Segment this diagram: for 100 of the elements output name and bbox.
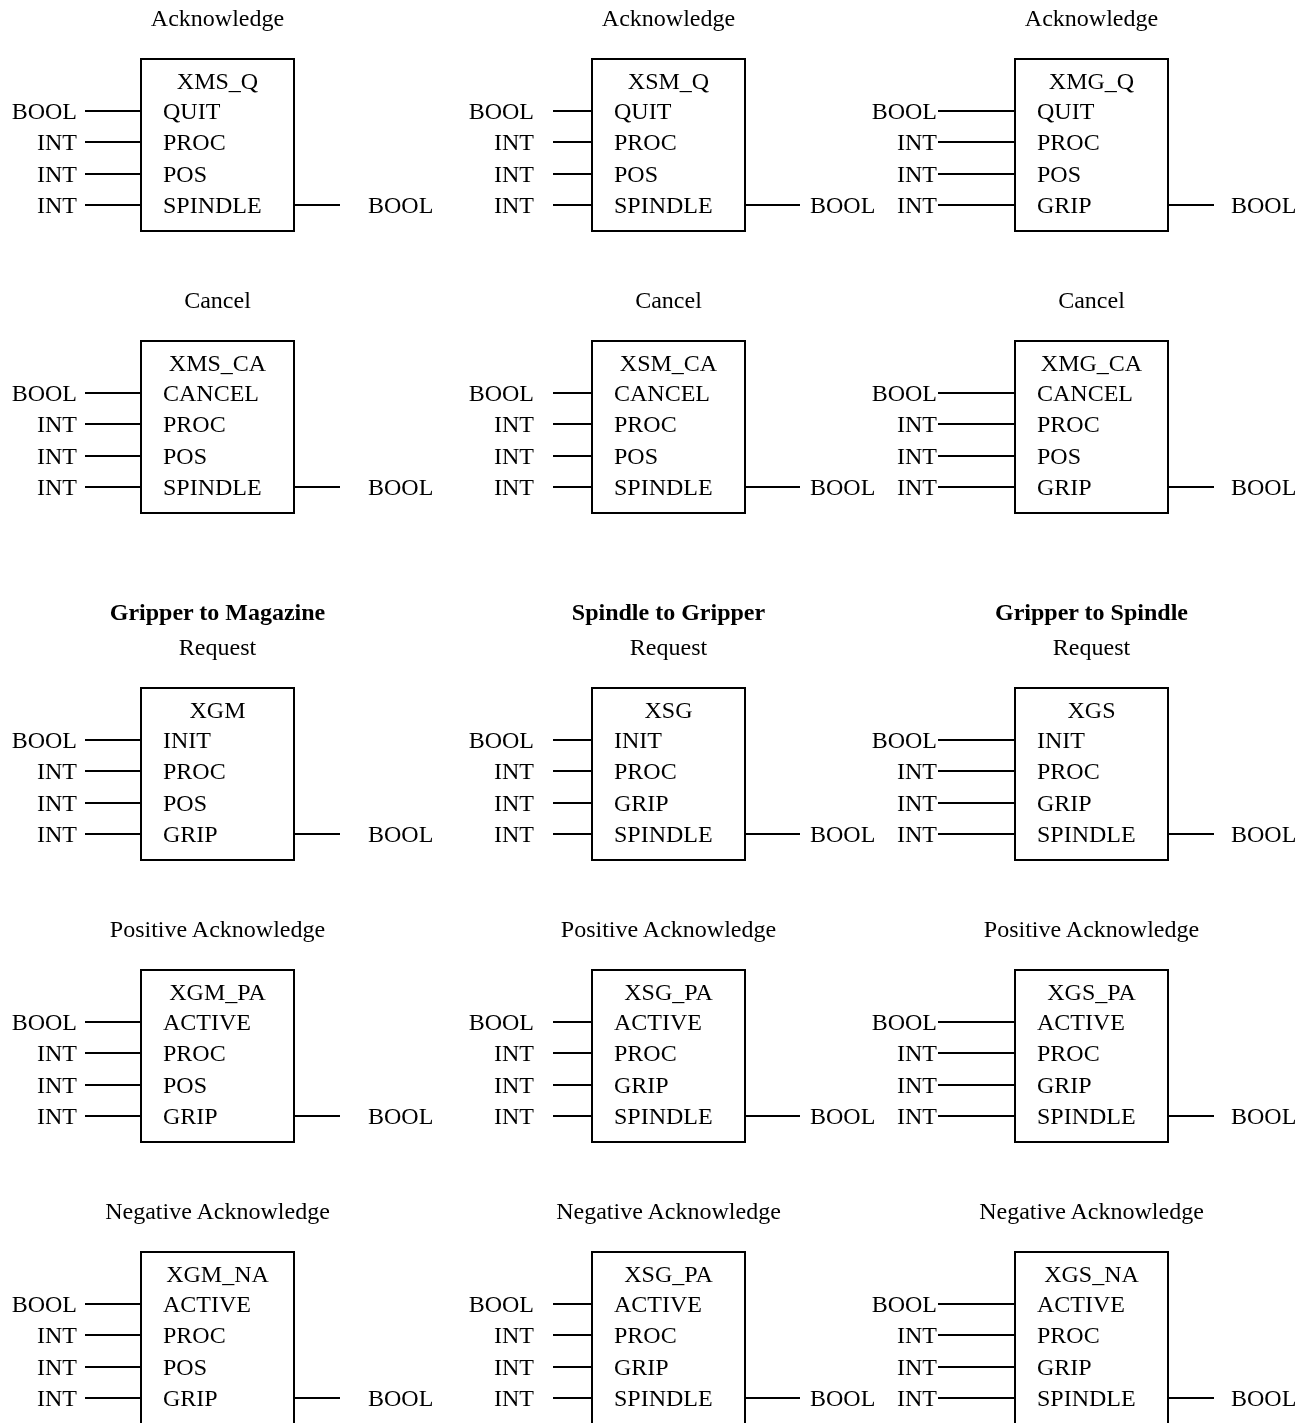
data-type-label: INT <box>37 1353 85 1381</box>
data-type-label: INT <box>37 410 85 438</box>
signal-line <box>552 1303 592 1305</box>
block-heading: Cancel <box>1057 286 1126 314</box>
signal-line <box>552 770 592 772</box>
data-type-label: BOOL <box>340 191 434 219</box>
data-type-label: BOOL <box>871 97 938 125</box>
pin-name: CANCEL <box>163 379 259 407</box>
signal-line <box>84 1366 141 1368</box>
signal-line <box>84 1334 141 1336</box>
signal-line <box>937 392 1015 394</box>
signal-line <box>552 833 592 835</box>
pin-name: GRIP <box>163 1384 218 1412</box>
block-heading: Negative Acknowledge <box>555 1197 782 1225</box>
pin-name: SPINDLE <box>614 473 713 501</box>
pin-name: POS <box>614 442 659 470</box>
pin-name: POS <box>163 160 208 188</box>
data-type-label: BOOL <box>1214 1384 1297 1412</box>
block-name: XGS_NA <box>1043 1260 1140 1288</box>
pin-name: ACTIVE <box>1037 1290 1125 1318</box>
data-type-label: INT <box>494 191 553 219</box>
data-type-label: BOOL <box>340 1102 434 1130</box>
data-type-label: INT <box>897 1039 938 1067</box>
data-type-label: INT <box>37 128 85 156</box>
data-type-label: BOOL <box>11 1290 85 1318</box>
data-type-label: INT <box>897 1353 938 1381</box>
signal-line <box>552 486 592 488</box>
block-heading: Acknowledge <box>149 4 286 32</box>
block-heading: Cancel <box>634 286 703 314</box>
section-title: Gripper to Magazine <box>108 598 327 626</box>
signal-line <box>294 1115 341 1117</box>
pin-name: CANCEL <box>614 379 710 407</box>
pin-name: GRIP <box>1037 191 1092 219</box>
data-type-label: BOOL <box>800 191 876 219</box>
data-type-label: BOOL <box>468 379 553 407</box>
pin-name: GRIP <box>1037 1353 1092 1381</box>
signal-line <box>937 423 1015 425</box>
block-name: XMS_Q <box>175 67 260 95</box>
block-name: XGS <box>1066 696 1117 724</box>
pin-name: INIT <box>1037 726 1085 754</box>
pin-name: SPINDLE <box>614 820 713 848</box>
pin-name: POS <box>1037 160 1082 188</box>
data-type-label: INT <box>494 410 553 438</box>
signal-line <box>552 1084 592 1086</box>
pin-name: PROC <box>163 128 226 156</box>
signal-line <box>937 1115 1015 1117</box>
block-name: XMG_Q <box>1047 67 1136 95</box>
data-type-label: INT <box>494 1102 553 1130</box>
pin-name: PROC <box>1037 128 1100 156</box>
signal-line <box>745 833 801 835</box>
data-type-label: INT <box>897 442 938 470</box>
data-type-label: INT <box>37 473 85 501</box>
pin-name: PROC <box>163 757 226 785</box>
signal-line <box>552 1397 592 1399</box>
data-type-label: BOOL <box>1214 191 1297 219</box>
block-heading: Request <box>1051 633 1132 661</box>
data-type-label: INT <box>897 1321 938 1349</box>
data-type-label: INT <box>494 442 553 470</box>
block-name: XMS_CA <box>167 349 268 377</box>
block-name: XGM_NA <box>165 1260 270 1288</box>
signal-line <box>294 204 341 206</box>
signal-line <box>294 833 341 835</box>
signal-line <box>1168 1397 1215 1399</box>
data-type-label: BOOL <box>11 726 85 754</box>
signal-line <box>1168 204 1215 206</box>
block-heading: Positive Acknowledge <box>559 915 778 943</box>
pin-name: GRIP <box>614 1353 669 1381</box>
data-type-label: INT <box>494 789 553 817</box>
signal-line <box>84 392 141 394</box>
signal-line <box>84 1084 141 1086</box>
pin-name: CANCEL <box>1037 379 1133 407</box>
data-type-label: BOOL <box>800 1384 876 1412</box>
pin-name: SPINDLE <box>1037 820 1136 848</box>
signal-line <box>84 1021 141 1023</box>
signal-line <box>84 110 141 112</box>
signal-line <box>1168 833 1215 835</box>
signal-line <box>937 770 1015 772</box>
pin-name: ACTIVE <box>163 1008 251 1036</box>
signal-line <box>552 110 592 112</box>
pin-name: SPINDLE <box>614 1102 713 1130</box>
signal-line <box>552 1334 592 1336</box>
signal-line <box>552 802 592 804</box>
pin-name: QUIT <box>614 97 672 125</box>
pin-name: ACTIVE <box>163 1290 251 1318</box>
data-type-label: BOOL <box>340 1384 434 1412</box>
signal-line <box>552 423 592 425</box>
pin-name: INIT <box>163 726 211 754</box>
signal-line <box>937 739 1015 741</box>
signal-line <box>937 1084 1015 1086</box>
block-name: XMG_CA <box>1039 349 1144 377</box>
signal-line <box>937 802 1015 804</box>
signal-line <box>745 204 801 206</box>
signal-line <box>552 204 592 206</box>
pin-name: PROC <box>614 757 677 785</box>
pin-name: PROC <box>163 410 226 438</box>
data-type-label: BOOL <box>871 1008 938 1036</box>
data-type-label: INT <box>897 191 938 219</box>
signal-line <box>937 1021 1015 1023</box>
pin-name: PROC <box>614 1039 677 1067</box>
data-type-label: INT <box>37 442 85 470</box>
